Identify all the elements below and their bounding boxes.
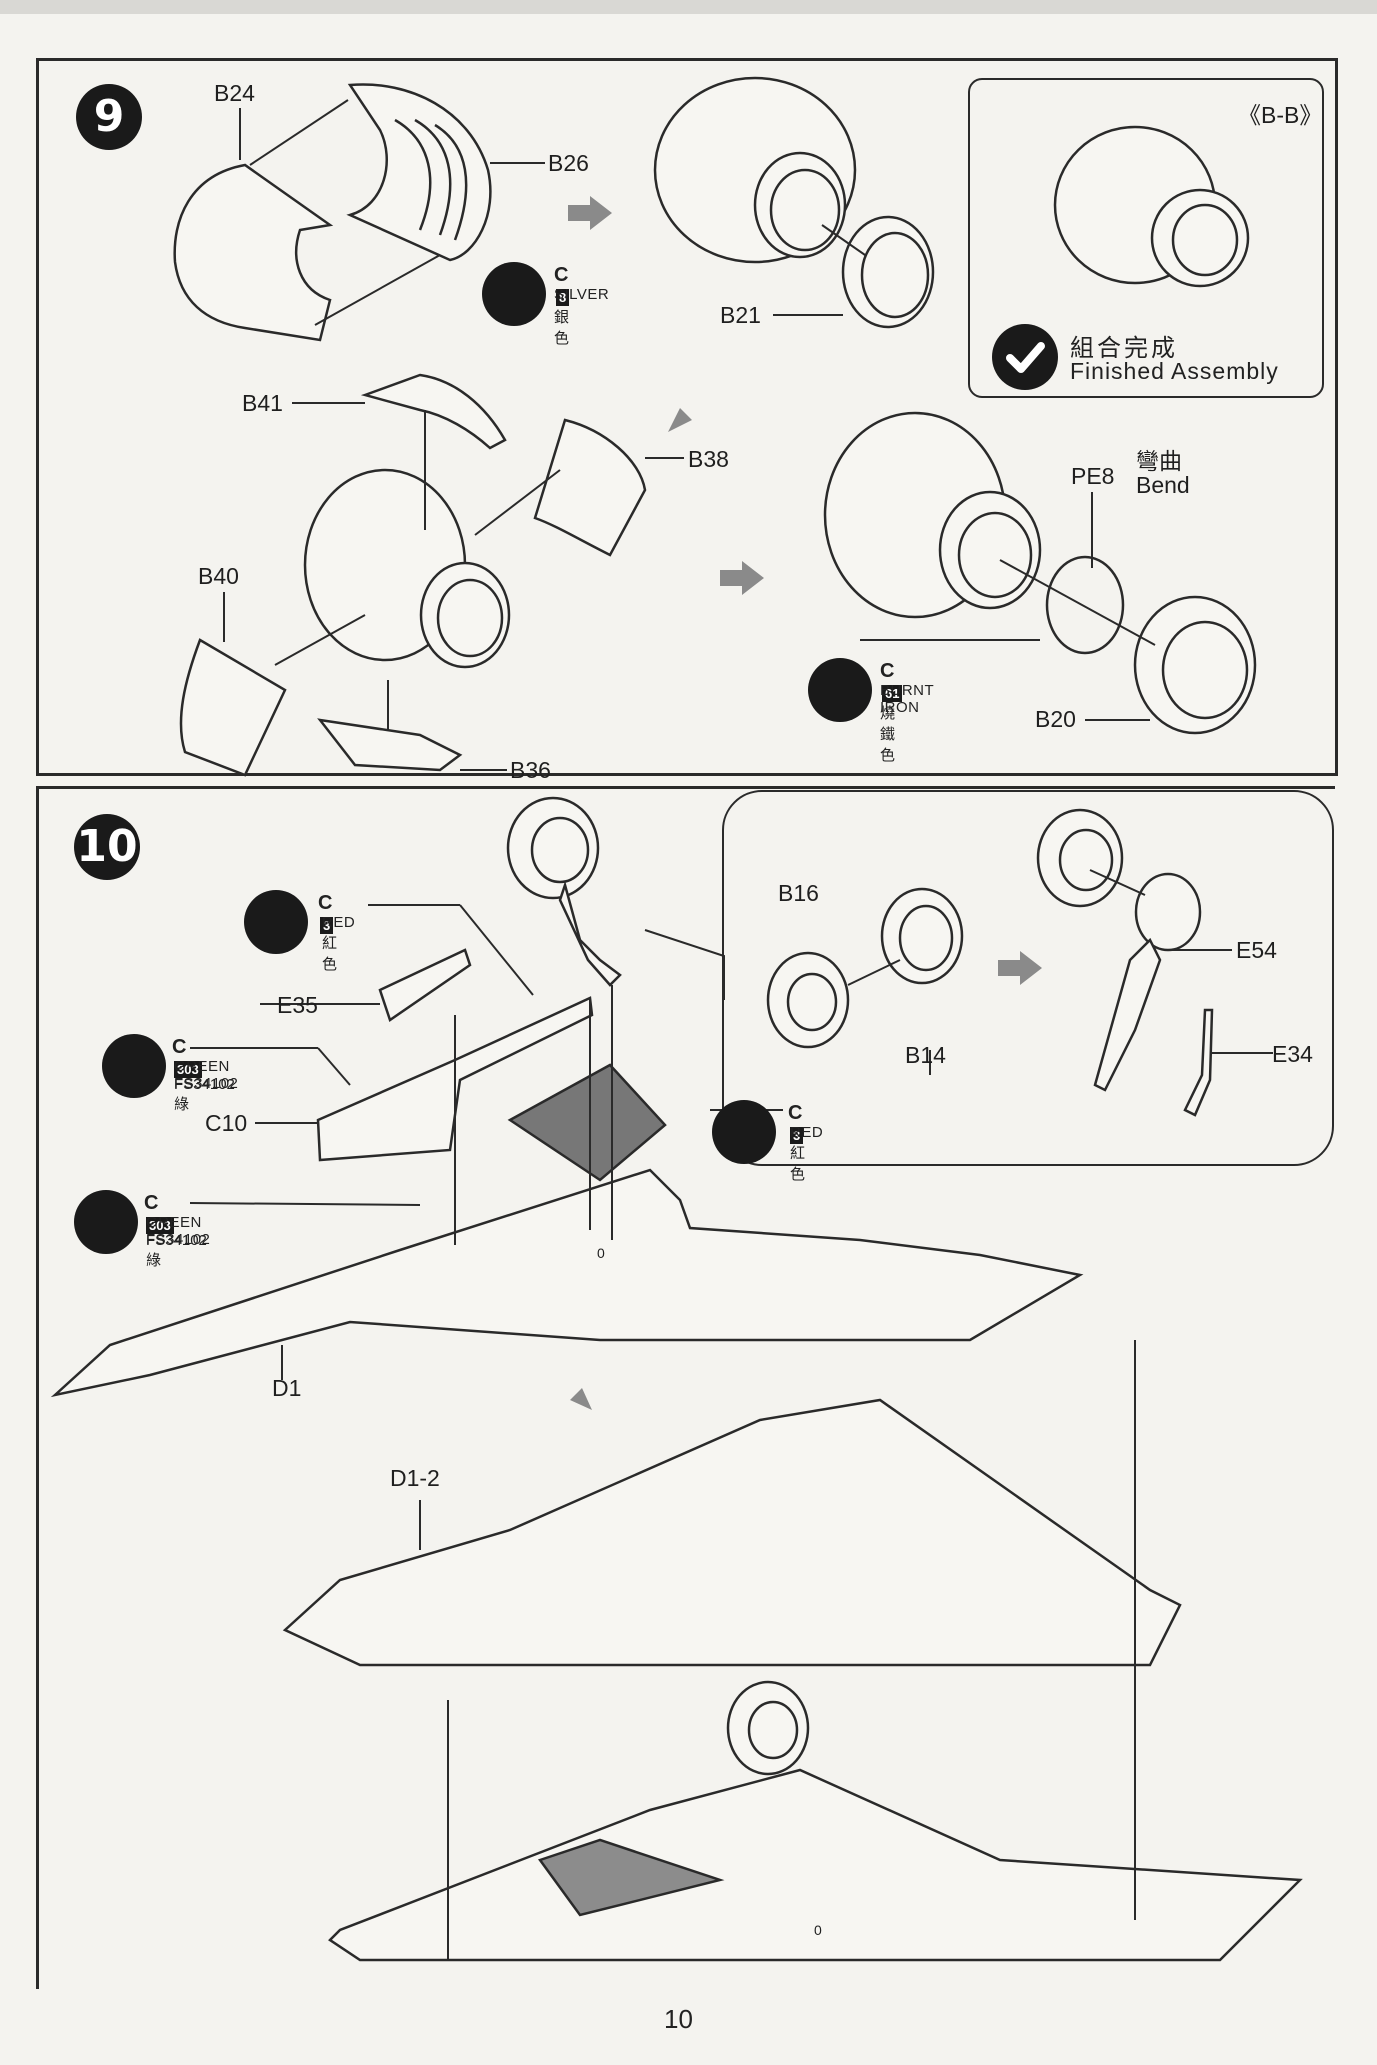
part-b24-shape xyxy=(173,163,334,342)
label-b38: B38 xyxy=(688,446,729,472)
label-b24: B24 xyxy=(214,80,255,106)
part-b40-shape xyxy=(179,638,287,777)
label-b40: B40 xyxy=(198,563,239,589)
label-d1: D1 xyxy=(272,1375,302,1401)
label-b36: B36 xyxy=(510,757,551,783)
label-e35: E35 xyxy=(277,992,318,1018)
part-e35-shape xyxy=(378,948,472,1022)
part-b38-shape xyxy=(533,418,647,557)
label-e54: E54 xyxy=(1236,937,1277,963)
paint-brush-icon xyxy=(244,890,308,954)
part-b36-shape xyxy=(317,718,463,772)
page-number: 10 xyxy=(664,2004,693,2034)
checkmark-icon xyxy=(992,324,1058,390)
step-10-badge: 10 xyxy=(74,814,140,880)
flow-arrow-10a xyxy=(998,951,1042,985)
flow-arrow-9b xyxy=(668,400,700,432)
paint-brush-icon xyxy=(808,658,872,722)
label-b16: B16 xyxy=(778,880,819,906)
paint-brush-icon xyxy=(712,1100,776,1164)
label-zero-lower: 0 xyxy=(814,1922,822,1938)
label-bend-cn: 彎曲 xyxy=(1136,448,1182,474)
finished-label-cn: 組合完成 xyxy=(1070,335,1178,362)
flow-arrow-9c xyxy=(720,561,764,595)
label-b14: B14 xyxy=(905,1042,946,1068)
label-e34: E34 xyxy=(1272,1041,1313,1067)
part-d1-2-shape xyxy=(282,1398,1182,1667)
paint-brush-icon xyxy=(102,1034,166,1098)
step-9-panel xyxy=(36,58,1338,776)
label-d1-2: D1-2 xyxy=(390,1465,440,1491)
finished-label-en: Finished Assembly xyxy=(1070,358,1279,384)
step-9-badge: 9 xyxy=(76,84,142,150)
label-b26: B26 xyxy=(548,150,589,176)
paint-brush-icon xyxy=(74,1190,138,1254)
view-label-bb: 《B-B》 xyxy=(1238,102,1323,128)
flow-arrow-9a xyxy=(568,196,612,230)
step-10-panel xyxy=(36,786,1335,1989)
part-b26-shape xyxy=(346,83,492,262)
label-b21: B21 xyxy=(720,302,761,328)
part-b41-shape xyxy=(360,373,507,450)
scan-edge xyxy=(0,0,1377,14)
label-c10: C10 xyxy=(205,1110,248,1136)
flow-arrow-10b xyxy=(560,1380,592,1410)
label-zero-upper: 0 xyxy=(597,1245,605,1261)
label-bend-en: Bend xyxy=(1136,472,1190,498)
label-pe8: PE8 xyxy=(1071,463,1115,489)
paint-brush-icon xyxy=(482,262,546,326)
label-b20: B20 xyxy=(1035,706,1076,732)
label-b41: B41 xyxy=(242,390,283,416)
finished-view-box xyxy=(968,78,1324,398)
part-d1-shape xyxy=(50,1168,1084,1398)
